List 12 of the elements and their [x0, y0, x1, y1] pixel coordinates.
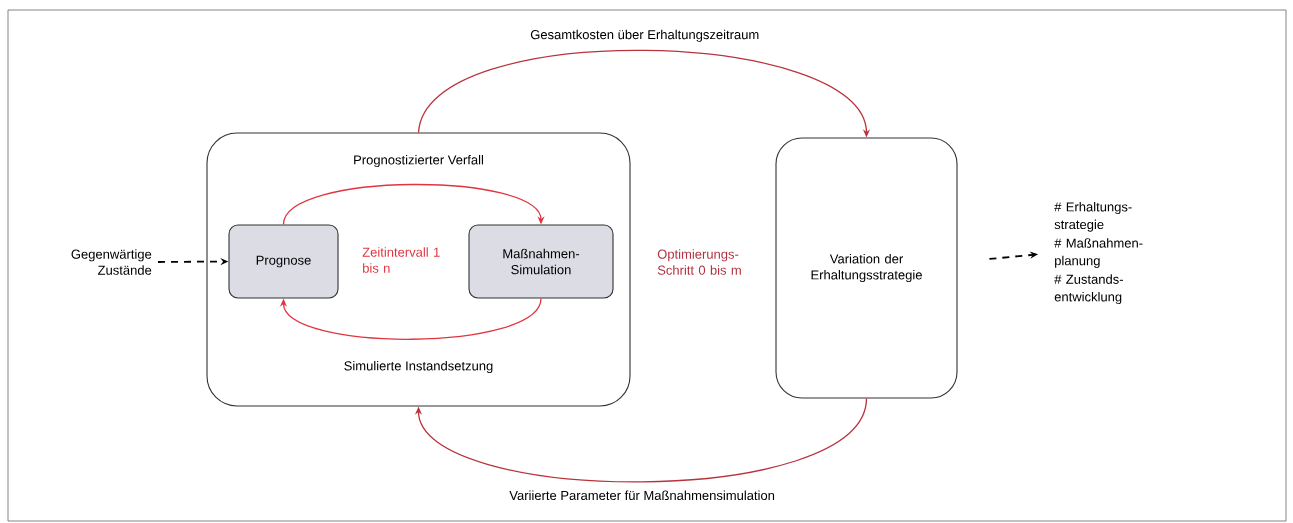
edge-label: Gesamtkosten über Erhaltungszeitraum	[527, 26, 763, 45]
arrow	[279, 297, 542, 340]
process-box: Prognose	[228, 224, 339, 299]
process-box: Maßnahmen- Simulation	[468, 224, 614, 299]
input-label: Gegenwärtige Zustände	[71, 249, 152, 275]
arrow	[414, 397, 868, 483]
arrow	[282, 183, 545, 226]
edge-label: Variierte Parameter für Maßnahmensimulation	[506, 487, 778, 503]
interval-label: Zeitintervall 1 bis n	[362, 247, 440, 273]
step-label: Optimierungs- Schritt 0 bis m	[657, 249, 741, 275]
strategy-box: Variation der Erhaltungsstrategie	[775, 137, 958, 399]
output-list: # Erhaltungs- strategie # Maßnahmen- planung # Zustands- entwicklung	[1054, 201, 1143, 305]
